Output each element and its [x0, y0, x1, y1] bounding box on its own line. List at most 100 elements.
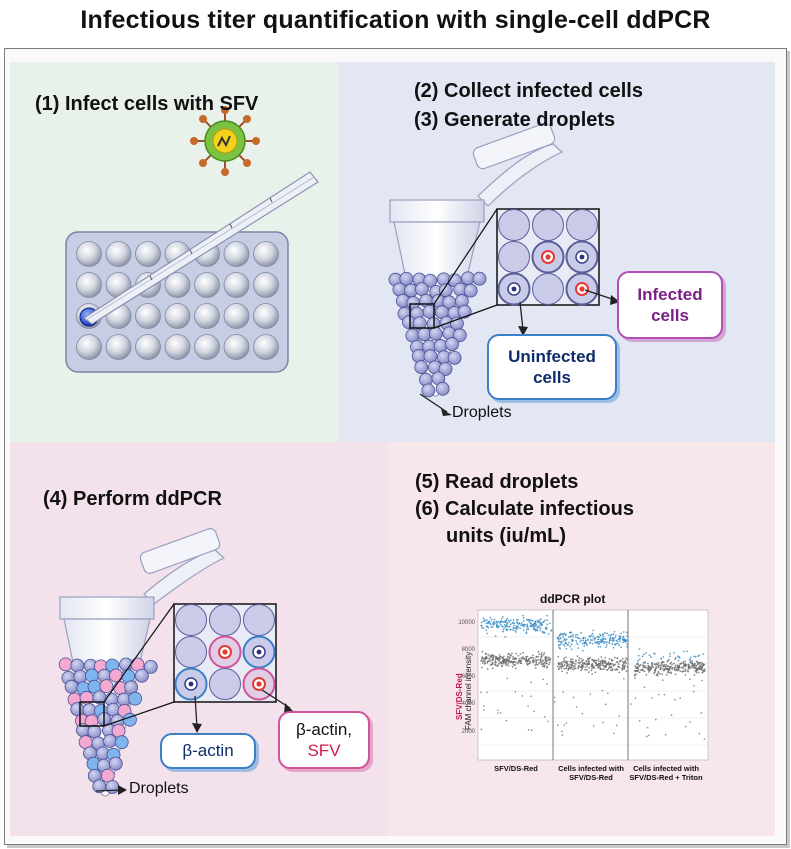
scatter-point [619, 640, 621, 643]
scatter-point [616, 669, 619, 671]
scatter-point [561, 661, 564, 664]
scatter-point [674, 698, 676, 701]
scatter-point [642, 669, 645, 672]
scatter-point [528, 618, 531, 621]
scatter-point [688, 666, 690, 669]
scatter-point [563, 645, 566, 647]
scatter-point [703, 738, 706, 740]
scatter-point [605, 646, 607, 649]
scatter-point [648, 654, 651, 657]
scatter-point [582, 637, 584, 640]
scatter-point [507, 661, 510, 664]
droplet [134, 668, 149, 683]
scatter-point [592, 660, 595, 663]
scatter-point [486, 632, 489, 635]
scatter-point [588, 635, 591, 638]
scatter-point [533, 660, 536, 663]
scatter-point [699, 668, 702, 670]
scatter-point [623, 640, 626, 643]
scatter-point [540, 624, 543, 627]
scatter-point [625, 662, 628, 664]
droplet [452, 328, 467, 343]
scatter-point [606, 669, 609, 671]
plot-xcat-2: Cells infected with SFV/DS-Red [558, 764, 624, 782]
well [76, 272, 102, 298]
droplet [415, 282, 429, 297]
scatter-point [604, 659, 606, 662]
scatter-point [657, 670, 660, 673]
scatter-point [637, 654, 640, 657]
scatter-point [542, 631, 545, 633]
scatter-point [569, 631, 572, 634]
scatter-point [521, 657, 524, 660]
scatter-point [480, 660, 482, 663]
scatter-point [610, 658, 613, 661]
scatter-point [577, 667, 579, 670]
scatter-cluster-s0-c0 [480, 614, 553, 638]
scatter-point [607, 634, 610, 637]
scatter-point [541, 665, 544, 668]
scatter-point [502, 630, 504, 633]
scatter-point [545, 627, 547, 630]
scatter-point [481, 657, 484, 660]
scatter-point [497, 620, 500, 623]
scatter-point [492, 654, 495, 657]
scatter-point [490, 618, 493, 621]
scatter-point [561, 734, 564, 736]
scatter-point [674, 673, 677, 676]
uninfected-cells-callout: Uninfected cells [487, 334, 617, 400]
step-2-label: (2) Collect infected cells [414, 80, 643, 102]
droplet [414, 360, 429, 374]
scatter-point [559, 647, 561, 650]
scatter-point [604, 631, 606, 634]
scatter-point [687, 668, 690, 670]
scatter-point [556, 665, 559, 668]
scatter-point [557, 655, 560, 658]
scatter-point [482, 627, 485, 630]
scatter-point [582, 639, 585, 642]
scatter-point [597, 638, 600, 641]
scatter-point [615, 634, 617, 637]
scatter-point [491, 626, 494, 628]
scatter-point [522, 651, 525, 654]
scatter-point [607, 661, 610, 663]
scatter-point [480, 728, 483, 731]
scatter-point [638, 720, 641, 722]
scatter-point [547, 633, 550, 635]
scatter-point [517, 661, 520, 664]
scatter-point [663, 693, 666, 696]
scatter-point [689, 667, 691, 670]
well [76, 334, 102, 360]
scatter-point [645, 666, 648, 669]
scatter-point [544, 662, 547, 665]
scatter-point [525, 655, 528, 658]
scatter-point [518, 622, 521, 625]
scatter-point [528, 620, 531, 623]
droplet [447, 350, 462, 365]
scatter-point [672, 662, 675, 665]
well [105, 241, 132, 267]
scatter-point [673, 652, 675, 654]
scatter-point [576, 633, 579, 636]
scatter-point [600, 667, 602, 670]
well [223, 241, 250, 267]
scatter-point [495, 624, 498, 626]
scatter-point [485, 653, 487, 656]
well [135, 334, 161, 360]
scatter-point [692, 666, 694, 669]
scatter-point [594, 641, 596, 644]
scatter-point [546, 619, 549, 622]
scatter-point [516, 622, 519, 624]
scatter-point [531, 619, 534, 622]
scatter-point [599, 645, 602, 648]
scatter-point [612, 640, 615, 643]
scatter-point [659, 672, 661, 675]
scatter-point [485, 629, 488, 632]
scatter-point [515, 625, 517, 628]
scatter-point [482, 617, 485, 620]
uninfected-nucleus [511, 286, 517, 292]
scatter-point [638, 658, 641, 661]
scatter-point [560, 633, 562, 636]
scatter-point [693, 655, 695, 658]
scatter-point [503, 623, 506, 626]
